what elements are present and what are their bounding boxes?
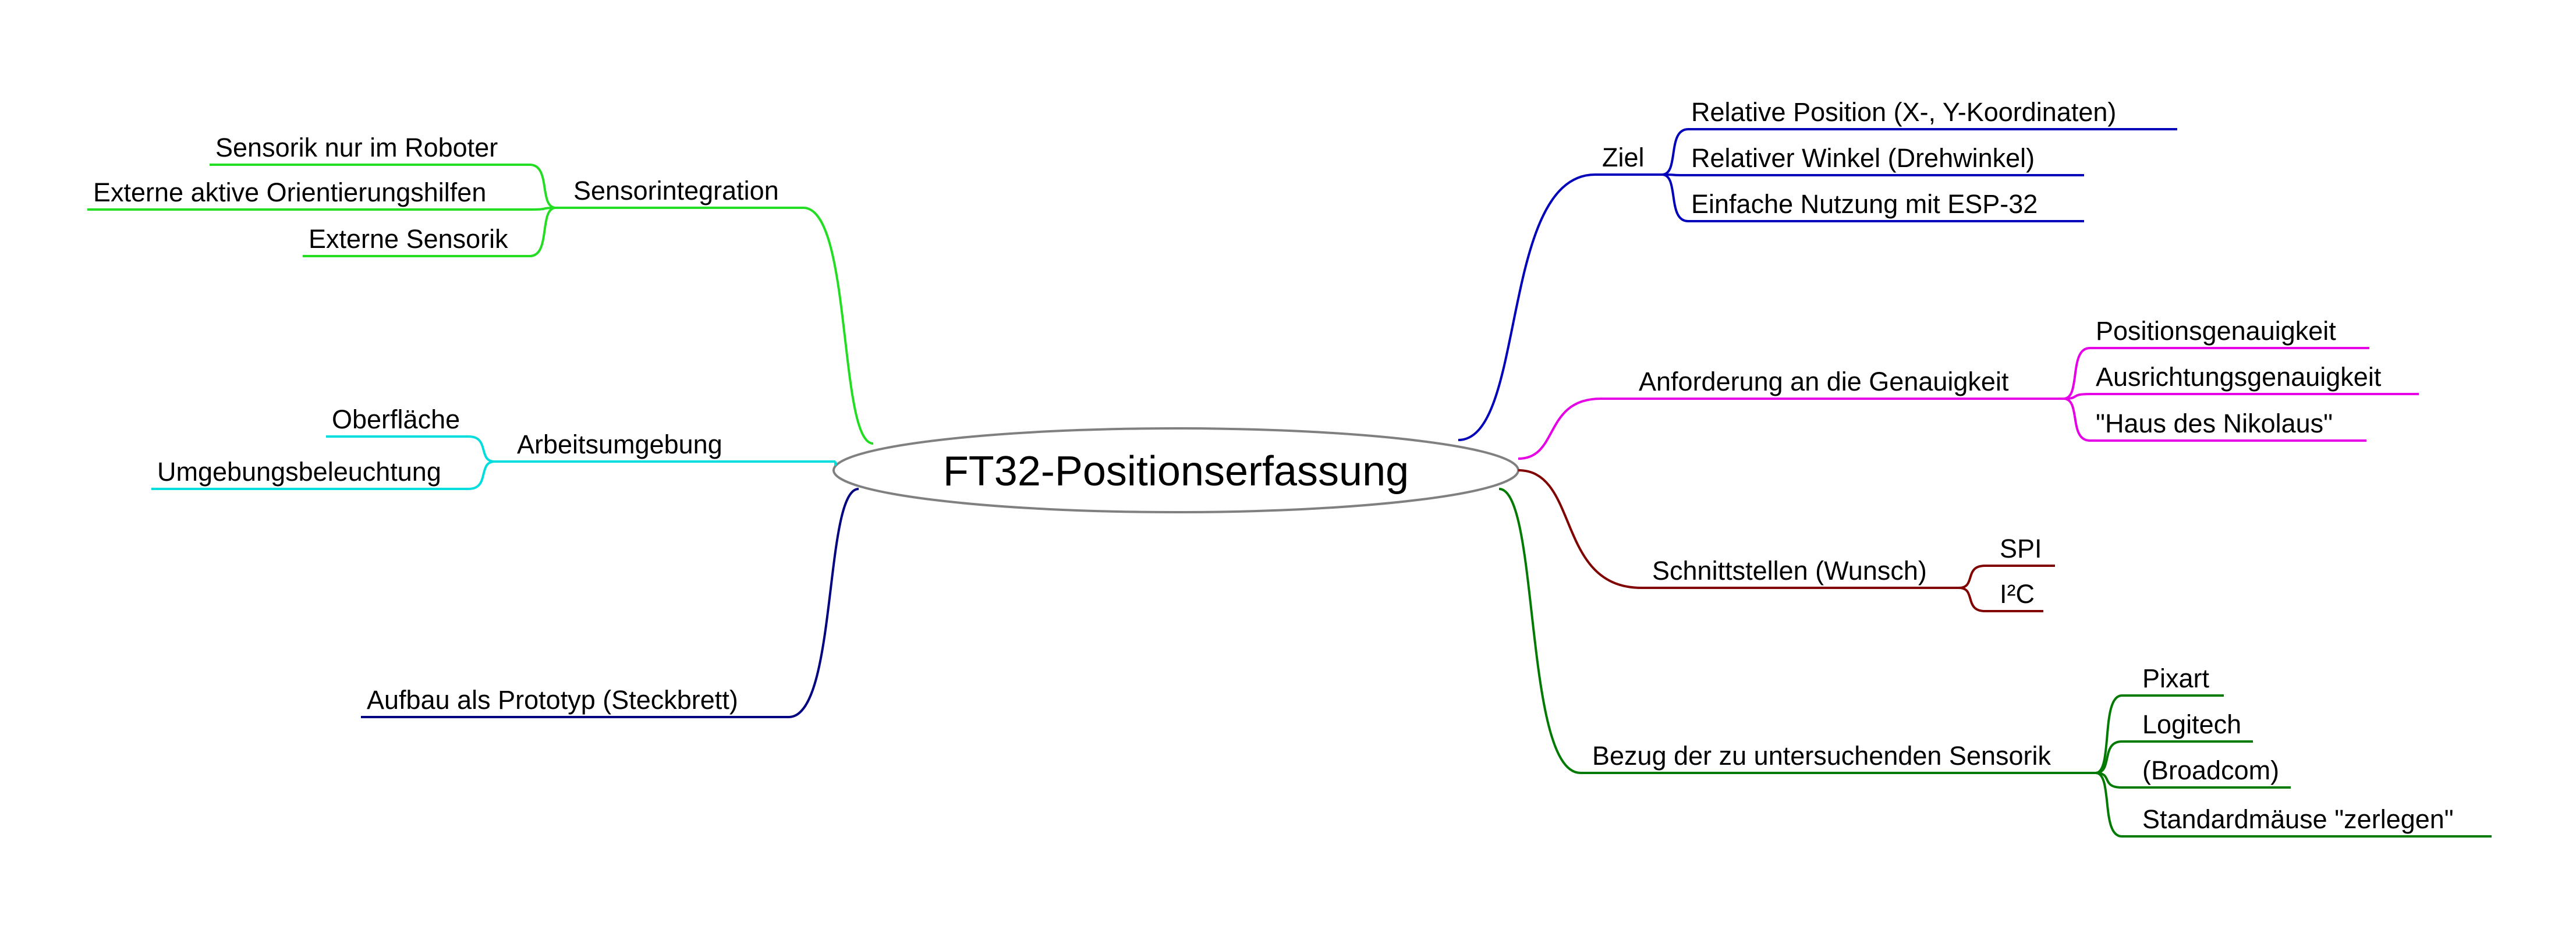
leaf-label[interactable]: "Haus des Nikolaus"	[2096, 409, 2333, 438]
leaf-label[interactable]: Sensorik nur im Roboter	[215, 133, 498, 162]
leaf-connector	[1958, 587, 1986, 612]
branch-label-sensorintegration[interactable]: Sensorintegration	[573, 176, 779, 205]
leaf-label[interactable]: SPI	[2000, 534, 2042, 563]
leaf-connector	[468, 460, 495, 490]
leaf-connector	[2095, 740, 2123, 774]
leaf-label[interactable]: Positionsgenauigkeit	[2096, 316, 2336, 346]
leaf-connector	[2095, 772, 2123, 838]
leaf-label[interactable]: Pixart	[2142, 664, 2210, 693]
branch-label-arbeitsumgebung[interactable]: Arbeitsumgebung	[517, 430, 722, 459]
branch-label-bezug[interactable]: Bezug der zu untersuchenden Sensorik	[1592, 741, 2051, 771]
leaf-connector	[1958, 565, 1986, 589]
leaf-connector	[2095, 694, 2123, 774]
leaf-label[interactable]: Externe Sensorik	[309, 224, 508, 254]
leaf-label[interactable]: Relativer Winkel (Drehwinkel)	[1691, 143, 2035, 173]
leaf-connector	[2063, 398, 2090, 442]
branch-connector	[1518, 469, 1642, 589]
leaf-label[interactable]: (Broadcom)	[2142, 755, 2280, 785]
leaf-label[interactable]: Standardmäuse "zerlegen"	[2142, 804, 2454, 834]
leaf-connector	[1661, 173, 1689, 222]
leaf-label[interactable]: Einfache Nutzung mit ESP-32	[1691, 189, 2038, 219]
branch-connector	[803, 207, 874, 445]
leaf-label[interactable]: Oberfläche	[332, 405, 460, 434]
leaf-connector	[2063, 347, 2090, 400]
leaf-connector	[529, 164, 557, 209]
leaf-connector	[529, 207, 557, 257]
leaf-connector	[1661, 128, 1689, 176]
leaf-label[interactable]: Ausrichtungsgenauigkeit	[2096, 362, 2382, 392]
leaf-label[interactable]: Logitech	[2142, 709, 2242, 739]
branch-connector	[1518, 398, 1601, 460]
branch-label-genauigkeit[interactable]: Anforderung an die Genauigkeit	[1639, 367, 2009, 396]
root-node-label[interactable]: FT32-Positionserfassung	[942, 448, 1409, 495]
leaf-label[interactable]: Externe aktive Orientierungshilfen	[93, 178, 487, 207]
leaf-connector	[468, 435, 495, 463]
branch-connector	[1498, 488, 1581, 774]
leaf-label[interactable]: I²C	[2000, 579, 2035, 609]
branch-label-schnittstellen[interactable]: Schnittstellen (Wunsch)	[1652, 556, 1927, 586]
branch-connector	[788, 488, 859, 718]
branch-connector	[1458, 173, 1596, 441]
branch-label-ziel[interactable]: Ziel	[1602, 143, 1645, 172]
leaf-label[interactable]: Relative Position (X-, Y-Koordinaten)	[1691, 97, 2117, 127]
leaf-label[interactable]: Umgebungsbeleuchtung	[157, 457, 441, 487]
branch-label-aufbau[interactable]: Aufbau als Prototyp (Steckbrett)	[367, 685, 738, 715]
